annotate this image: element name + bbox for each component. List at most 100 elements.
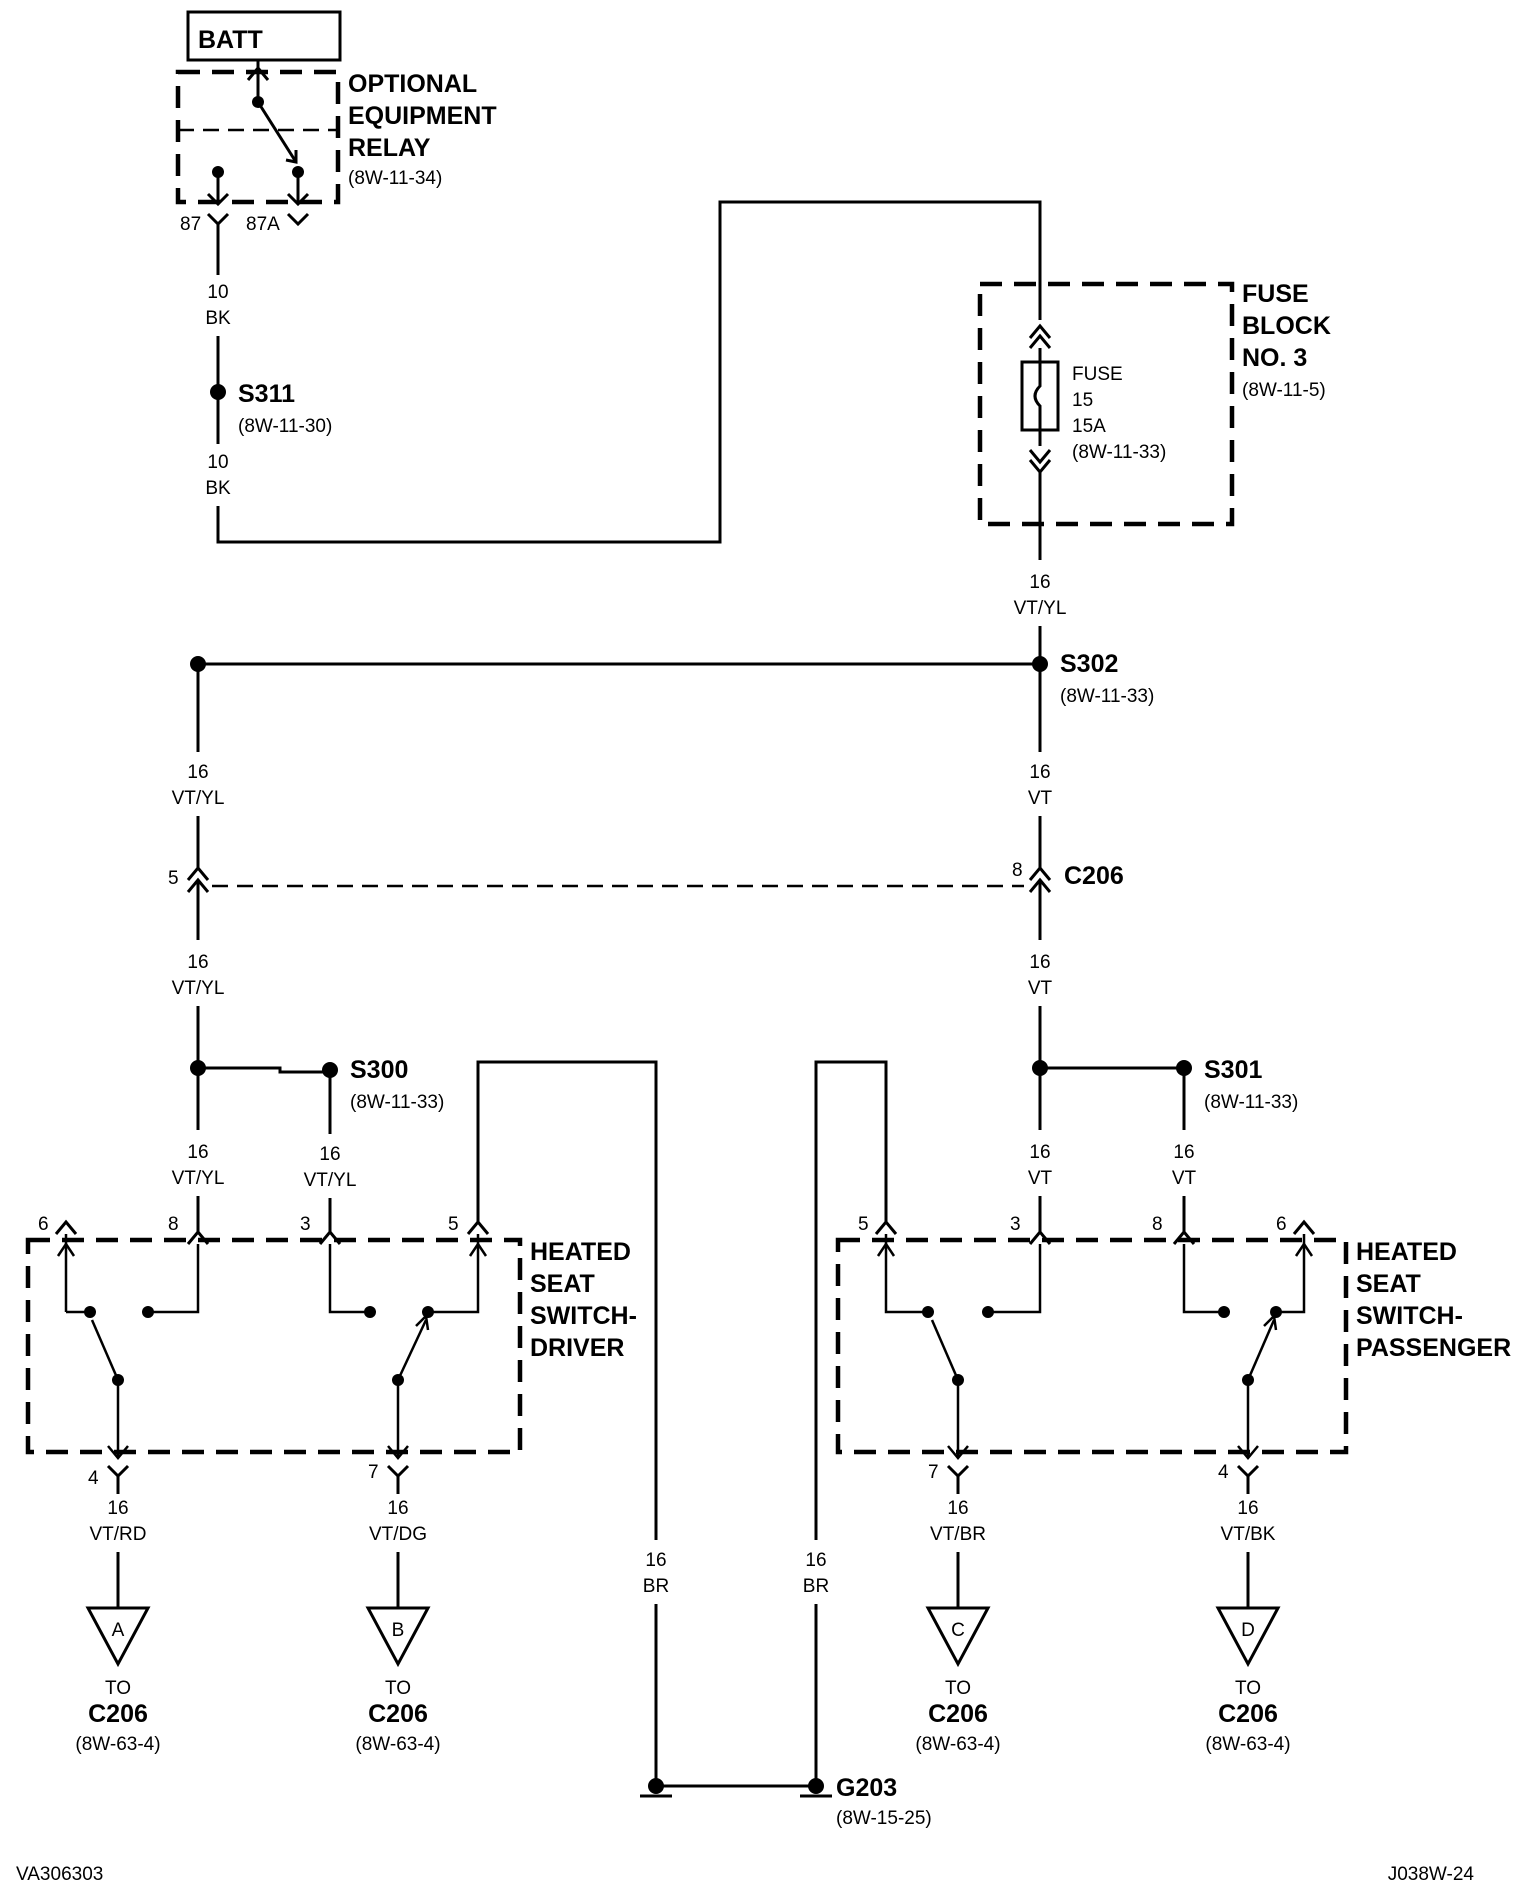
wire-gauge: 10 (207, 282, 228, 303)
relay-label-line1: OPTIONAL (348, 70, 477, 98)
wire-gauge: 10 (207, 452, 228, 473)
g203-ref: (8W-15-25) (836, 1808, 932, 1829)
s301-ref: (8W-11-33) (1204, 1092, 1298, 1113)
offpage-conn: C206 (928, 1700, 988, 1728)
passenger-pin-7: 7 (928, 1462, 939, 1483)
passenger-pin-3: 3 (1010, 1214, 1021, 1235)
s302-ref: (8W-11-33) (1060, 686, 1154, 707)
offpage-ref: (8W-63-4) (1205, 1734, 1290, 1755)
offpage-to: TO (945, 1678, 971, 1699)
fuse-block-line2: BLOCK (1242, 312, 1331, 340)
offpage-conn: C206 (1218, 1700, 1278, 1728)
s300-name: S300 (350, 1056, 408, 1084)
wire-gauge: 16 (805, 1550, 826, 1571)
passenger-pin-8: 8 (1152, 1214, 1163, 1235)
wire-passenger-pin4: 16 VT/BK (1221, 1476, 1276, 1608)
wire-gauge: 16 (187, 952, 208, 973)
s302-name: S302 (1060, 650, 1118, 678)
fuse-block-ref: (8W-11-5) (1242, 380, 1326, 401)
batt-box: BATT (186, 10, 342, 62)
wire-color: VT/YL (172, 978, 225, 999)
wire-gauge: 16 (187, 762, 208, 783)
s300-ref: (8W-11-33) (350, 1092, 444, 1113)
wire-passenger-pin7: 16 VT/BR (930, 1476, 986, 1608)
footer-right-code: J038W-24 (1388, 1864, 1475, 1885)
wire-color: VT/YL (172, 1168, 225, 1189)
driver-pin-7: 7 (368, 1462, 379, 1483)
wire-driver-pin3: 16 VT/YL (304, 1070, 357, 1232)
offpage-letter: B (392, 1620, 405, 1641)
passenger-pin-5: 5 (858, 1214, 869, 1235)
offpage-letter: C (951, 1620, 965, 1641)
optional-equipment-relay: 87 87A OPTIONAL EQUIPMENT RELAY (8W-11-3… (175, 60, 497, 235)
wire-gauge: 16 (1029, 952, 1050, 973)
offpage-to: TO (385, 1678, 411, 1699)
relay-pin-87a: 87A (246, 214, 280, 235)
wire-color: VT/BK (1221, 1524, 1276, 1545)
footer-left-code: VA306303 (16, 1864, 103, 1885)
fuse-ref: (8W-11-33) (1072, 442, 1166, 463)
driver-pin-8: 8 (168, 1214, 179, 1235)
relay-label-line2: EQUIPMENT (348, 102, 497, 130)
wire-right-upper: 16 VT (1028, 664, 1053, 868)
offpage-connector-d: D TO C206 (8W-63-4) (1205, 1606, 1291, 1755)
fuse-number: 15 (1072, 390, 1093, 411)
offpage-letter: A (112, 1620, 125, 1641)
offpage-conn: C206 (88, 1700, 148, 1728)
s301-name: S301 (1204, 1056, 1262, 1084)
passenger-switch-line4: PASSENGER (1356, 1334, 1511, 1362)
wire-gauge: 16 (1173, 1142, 1194, 1163)
wire-color: BK (205, 308, 231, 329)
passenger-pin-6: 6 (1276, 1214, 1287, 1235)
offpage-letter: D (1241, 1620, 1255, 1641)
fuse-block-no3: FUSE 15 15A (8W-11-33) FUSE BLOCK NO. 3 … (977, 280, 1331, 560)
wire-color: VT/DG (369, 1524, 427, 1545)
offpage-connector-c: C TO C206 (8W-63-4) (915, 1606, 1001, 1755)
wire-driver-pin8: 16 VT/YL (172, 1068, 225, 1232)
wire-gauge: 16 (1029, 762, 1050, 783)
passenger-switch-line1: HEATED (1356, 1238, 1457, 1266)
wire-passenger-pin3: 16 VT (1028, 1068, 1053, 1232)
wire-relay-to-s311: 10 BK (205, 224, 231, 392)
c206-name: C206 (1064, 862, 1124, 890)
wire-left-upper: 16 VT/YL (172, 664, 224, 868)
driver-pin-5: 5 (448, 1214, 459, 1235)
offpage-ref: (8W-63-4) (75, 1734, 160, 1755)
wire-driver-pin5-ground: 16 BR (476, 1060, 669, 1786)
splice-s300: S300 (8W-11-33) (190, 1056, 444, 1113)
wire-gauge: 16 (1029, 572, 1050, 593)
c206-pin-8: 8 (1012, 860, 1023, 881)
wire-gauge: 16 (387, 1498, 408, 1519)
wire-fuse-to-s302: 16 VT/YL (1014, 572, 1066, 664)
relay-pin-87: 87 (180, 214, 201, 235)
wire-color: VT/YL (304, 1170, 357, 1191)
s311-name: S311 (238, 380, 295, 408)
wire-passenger-pin5-ground: 16 BR (803, 1060, 888, 1786)
connector-c206: 5 8 C206 (168, 860, 1124, 893)
offpage-connector-b: B TO C206 (8W-63-4) (355, 1606, 441, 1755)
offpage-conn: C206 (368, 1700, 428, 1728)
wire-color: VT (1028, 788, 1053, 809)
passenger-pin-4: 4 (1218, 1462, 1229, 1483)
wire-color: BK (205, 478, 231, 499)
g203-name: G203 (836, 1774, 897, 1802)
wire-driver-pin7: 16 VT/DG (369, 1476, 427, 1608)
wire-color: VT/BR (930, 1524, 986, 1545)
c206-pin-5: 5 (168, 868, 179, 889)
wire-gauge: 16 (645, 1550, 666, 1571)
passenger-switch-line2: SEAT (1356, 1270, 1421, 1298)
offpage-to: TO (1235, 1678, 1261, 1699)
relay-label-line3: RELAY (348, 134, 431, 162)
fuse-block-line3: NO. 3 (1242, 344, 1307, 372)
driver-pin-3: 3 (300, 1214, 311, 1235)
s311-ref: (8W-11-30) (238, 416, 332, 437)
offpage-ref: (8W-63-4) (915, 1734, 1000, 1755)
driver-switch-line3: SWITCH- (530, 1302, 637, 1330)
fuse-rating: 15A (1072, 416, 1106, 437)
offpage-to: TO (105, 1678, 131, 1699)
wire-gauge: 16 (187, 1142, 208, 1163)
wire-color: BR (643, 1576, 669, 1597)
driver-pin-6: 6 (38, 1214, 49, 1235)
wire-gauge: 16 (1029, 1142, 1050, 1163)
